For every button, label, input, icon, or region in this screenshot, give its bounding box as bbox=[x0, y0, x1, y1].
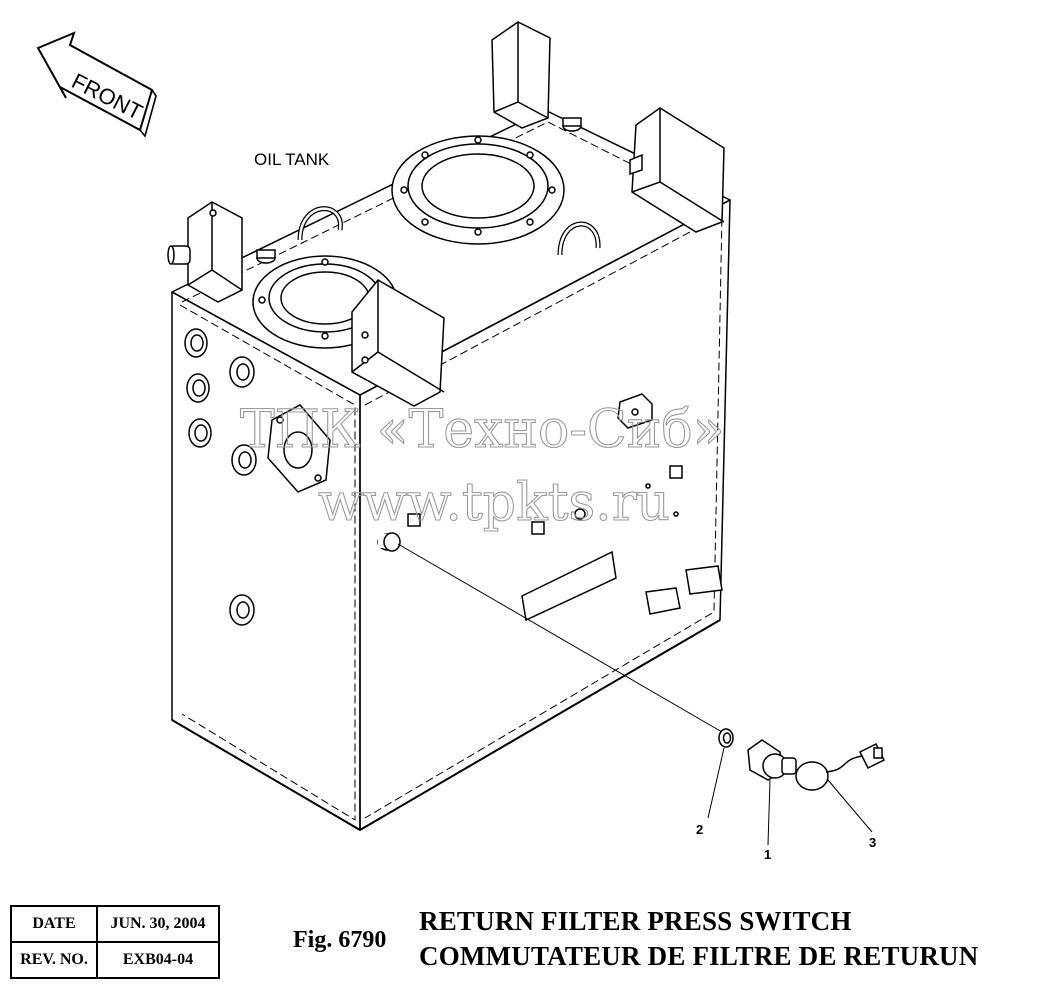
part-3-wire-harness bbox=[795, 742, 886, 791]
bracket-rear bbox=[491, 21, 551, 129]
front-direction-arrow: FRONT bbox=[36, 31, 157, 138]
bracket-front bbox=[351, 279, 445, 407]
watermark-company: ТПК «Техно-Сиб» bbox=[240, 400, 725, 460]
tank-side-ports bbox=[184, 328, 331, 626]
figure-number: Fig. 6790 bbox=[293, 927, 387, 953]
oil-tank-label: OIL TANK bbox=[254, 150, 330, 169]
callout-2: 2 bbox=[696, 822, 703, 837]
date-key: DATE bbox=[10, 905, 98, 943]
revision-info-table: DATE JUN. 30, 2004 REV. NO. EXB04-04 bbox=[10, 905, 220, 979]
part-2-o-ring bbox=[718, 728, 734, 748]
rev-no-value: EXB04-04 bbox=[96, 941, 220, 979]
top-flange-rear bbox=[391, 135, 565, 245]
rev-no-key: REV. NO. bbox=[10, 941, 98, 979]
date-value: JUN. 30, 2004 bbox=[96, 905, 220, 943]
callout-1: 1 bbox=[764, 847, 771, 862]
rev-no-row: REV. NO. EXB04-04 bbox=[10, 941, 220, 979]
figure-title-english: RETURN FILTER PRESS SWITCH bbox=[419, 906, 852, 936]
callout-3: 3 bbox=[869, 835, 876, 850]
tank-pads bbox=[377, 393, 723, 622]
bracket-right bbox=[629, 107, 725, 233]
watermark-url: www.tpkts.ru bbox=[318, 473, 670, 533]
figure-title-french: COMMUTATEUR DE FILTRE DE RETURUN bbox=[419, 941, 979, 971]
date-row: DATE JUN. 30, 2004 bbox=[10, 905, 220, 943]
top-caps bbox=[256, 117, 582, 264]
assembly-leader-line bbox=[397, 543, 723, 733]
part-1-pressure-switch bbox=[747, 739, 797, 781]
bracket-left bbox=[167, 201, 243, 303]
